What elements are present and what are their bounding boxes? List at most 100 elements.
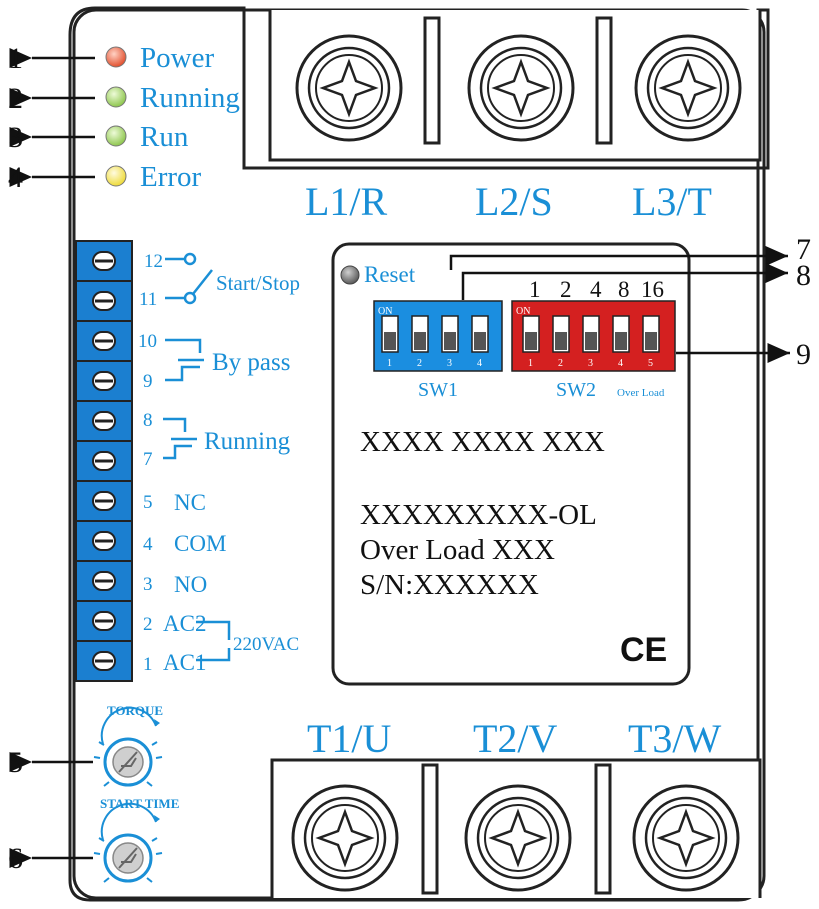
com-label: COM <box>174 531 226 556</box>
sw2-weight-8: 8 <box>618 277 630 302</box>
terminal-5-label: 5 <box>143 492 153 513</box>
dip-position-label: 1 <box>528 358 533 369</box>
input-label-l3: L3/T <box>632 179 712 224</box>
output-screw-t2-icon[interactable] <box>464 784 572 892</box>
callout-6: 6 <box>8 842 23 875</box>
led-label-running: Running <box>140 82 240 114</box>
input-label-l1: L1/R <box>305 179 388 224</box>
callout-3: 3 <box>8 121 23 154</box>
start-time-knob[interactable]: START TIME <box>100 796 179 883</box>
start-stop-label: Start/Stop <box>216 271 300 295</box>
input-label-l2: L2/S <box>475 179 553 224</box>
sw1-dip-switch[interactable]: ON 1 2 3 4 <box>373 300 503 372</box>
no-label: NO <box>174 572 207 597</box>
terminal-9-label: 9 <box>143 371 153 392</box>
torque-knob[interactable]: TORQUE <box>100 703 163 787</box>
dip-lever-2[interactable]: 2 <box>552 315 570 369</box>
terminal-screw-10[interactable] <box>75 320 133 362</box>
dip-lever-1[interactable]: 1 <box>381 315 399 369</box>
sw2-on-label: ON <box>516 306 530 317</box>
terminal-screw-4[interactable] <box>75 520 133 562</box>
terminal-screw-1[interactable] <box>75 640 133 682</box>
sw2-weight-16: 16 <box>641 277 664 302</box>
terminal-screw-3[interactable] <box>75 560 133 602</box>
bypass-label: By pass <box>212 349 290 376</box>
terminal-8-label: 8 <box>143 410 153 431</box>
error-led-icon <box>105 165 127 187</box>
torque-label: TORQUE <box>107 703 163 718</box>
sw2-label: SW2 <box>556 379 596 401</box>
terminal-11-label: 11 <box>139 289 157 310</box>
callout-1: 1 <box>8 42 23 75</box>
start-time-label: START TIME <box>100 796 179 811</box>
dip-position-label: 3 <box>447 358 452 369</box>
panel-line-2: XXXXXXXXX-OL <box>360 499 597 531</box>
callout-7: 7 <box>796 233 811 266</box>
output-label-t1: T1/U <box>307 716 392 761</box>
terminal-4-label: 4 <box>143 534 153 555</box>
terminal-screw-11[interactable] <box>75 280 133 322</box>
callout-5: 5 <box>8 746 23 779</box>
knob-ticks <box>93 741 163 883</box>
terminal-screw-5[interactable] <box>75 480 133 522</box>
input-screw-l3-icon[interactable] <box>634 34 742 142</box>
running-led-icon <box>105 86 127 108</box>
dip-lever-3[interactable]: 3 <box>441 315 459 369</box>
output-screw-t3-icon[interactable] <box>632 784 740 892</box>
run-led-icon <box>105 125 127 147</box>
ac1-label: AC1 <box>163 650 206 675</box>
ac2-label: AC2 <box>163 611 206 636</box>
terminal-10-label: 10 <box>138 331 157 352</box>
dip-lever-4[interactable]: 4 <box>471 315 489 369</box>
input-screw-l2-icon[interactable] <box>467 34 575 142</box>
sw1-on-label: ON <box>378 306 392 317</box>
dip-lever-3[interactable]: 3 <box>582 315 600 369</box>
power-led-icon <box>105 46 127 68</box>
callout-2: 2 <box>8 82 23 115</box>
terminal-1-label: 1 <box>143 654 153 675</box>
terminal-screw-7[interactable] <box>75 440 133 482</box>
ce-mark-icon: CE <box>620 631 667 669</box>
control-terminal-strip <box>75 240 133 682</box>
panel-line-1: XXXX XXXX XXX <box>360 426 605 458</box>
sw1-label: SW1 <box>418 379 458 401</box>
terminal-wiring <box>163 252 231 662</box>
led-label-run: Run <box>140 121 189 153</box>
dip-lever-2[interactable]: 2 <box>411 315 429 369</box>
led-label-power: Power <box>140 42 214 74</box>
dip-lever-5[interactable]: 5 <box>642 315 660 369</box>
dip-lever-4[interactable]: 4 <box>612 315 630 369</box>
terminal-screw-2[interactable] <box>75 600 133 642</box>
output-screw-t1-icon[interactable] <box>291 784 399 892</box>
vac-label: 220VAC <box>233 634 299 655</box>
panel-line-4: S/N:XXXXXX <box>360 569 539 601</box>
sw2-over-load-label: Over Load <box>617 387 665 399</box>
led-label-error: Error <box>140 161 202 193</box>
dip-position-label: 1 <box>387 358 392 369</box>
sw2-weight-2: 2 <box>560 277 572 302</box>
terminal-screw-12[interactable] <box>75 240 133 282</box>
callout-arrows-right <box>449 246 790 363</box>
reset-label: Reset <box>364 262 416 287</box>
terminal-screw-9[interactable] <box>75 360 133 402</box>
dip-position-label: 2 <box>417 358 422 369</box>
output-label-t2: T2/V <box>473 716 558 761</box>
dip-lever-1[interactable]: 1 <box>522 315 540 369</box>
dip-position-label: 2 <box>558 358 563 369</box>
callout-8: 8 <box>796 259 811 292</box>
sw2-weight-4: 4 <box>590 277 602 302</box>
sw2-dip-switch[interactable]: ON 1 2 3 4 5 <box>511 300 676 372</box>
callout-arrows-left <box>9 48 95 868</box>
running-contact-label: Running <box>204 428 291 455</box>
panel-line-3: Over Load XXX <box>360 534 555 566</box>
terminal-3-label: 3 <box>143 574 153 595</box>
callout-9: 9 <box>796 338 811 371</box>
dip-position-label: 4 <box>618 358 623 369</box>
dip-position-label: 3 <box>588 358 593 369</box>
output-label-t3: T3/W <box>628 716 722 761</box>
terminal-screw-8[interactable] <box>75 400 133 442</box>
reset-button[interactable] <box>340 265 360 285</box>
input-screw-l1-icon[interactable] <box>295 34 403 142</box>
dip-position-label: 5 <box>648 358 653 369</box>
